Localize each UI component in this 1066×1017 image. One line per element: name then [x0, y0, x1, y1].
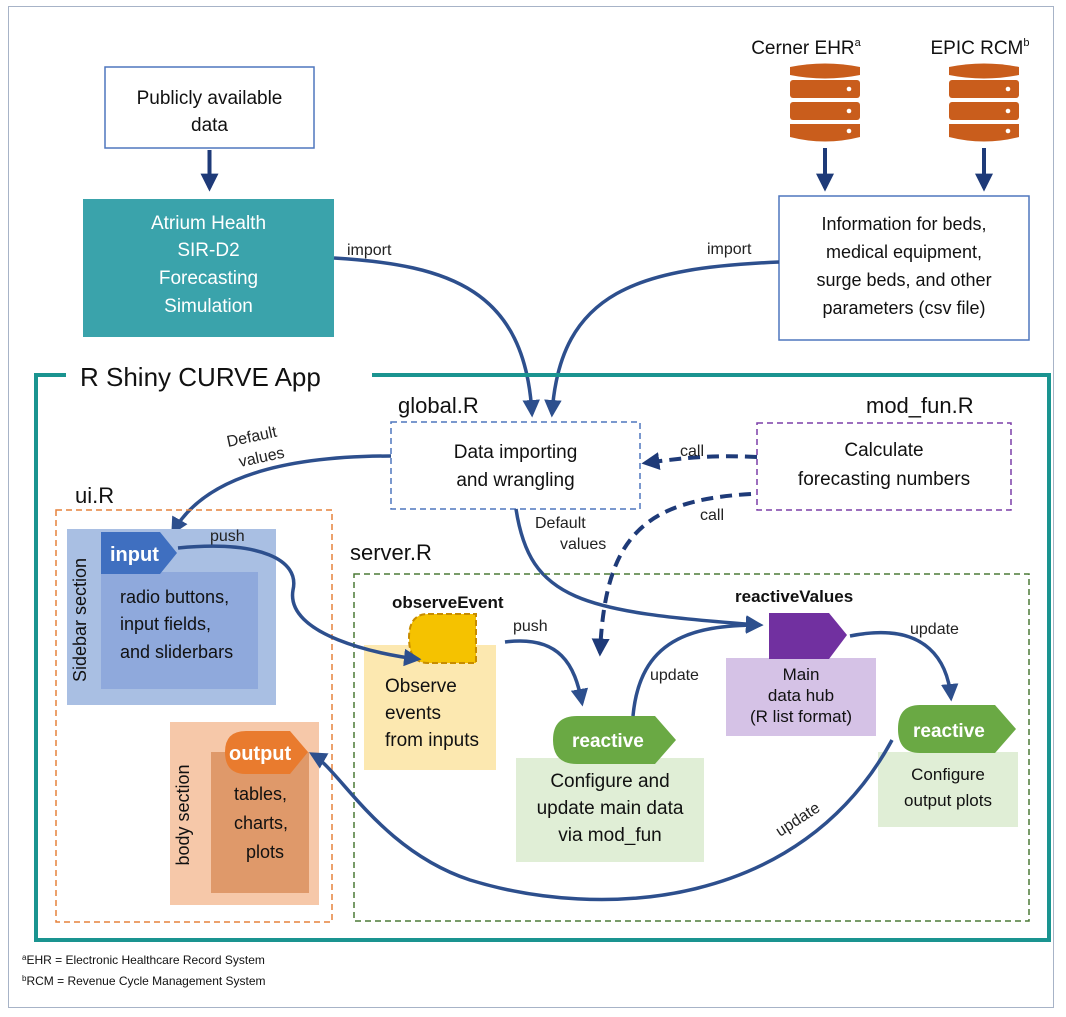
- reactive-values-panel: [726, 658, 876, 736]
- reactive-values-title: reactiveValues: [735, 587, 853, 606]
- info-line-1: Information for beds,: [821, 214, 986, 234]
- global-box-line-2: and wrangling: [456, 470, 574, 491]
- public-data-line-2: data: [191, 115, 228, 136]
- input-tag: [101, 532, 177, 574]
- reactive-2-line-1: Configure: [911, 765, 985, 784]
- output-label: output: [229, 743, 292, 765]
- global-r-title: global.R: [398, 393, 479, 418]
- info-line-2: medical equipment,: [826, 242, 982, 262]
- reactive-1-label: reactive: [572, 731, 644, 752]
- epic-label: EPIC RCM: [930, 38, 1023, 59]
- rv-line-1: Main: [783, 665, 820, 684]
- import-arrow-right: [544, 260, 780, 418]
- call-arrow-to-reactive: [591, 492, 752, 657]
- app-title: R Shiny CURVE App: [80, 362, 321, 392]
- output-item-1: tables,: [234, 784, 287, 804]
- output-tag: [225, 731, 308, 774]
- import-label-right: import: [707, 241, 752, 258]
- input-item-1: radio buttons,: [120, 587, 229, 607]
- rv-line-3: (R list format): [750, 707, 852, 726]
- observe-event-panel: [364, 645, 496, 770]
- observe-event-shape: [407, 613, 477, 664]
- epic-database-icon: EPIC RCMb: [930, 37, 1030, 142]
- body-section-label: body section: [173, 764, 193, 865]
- observe-event-title: observeEvent: [392, 593, 504, 612]
- update-arrow-reactive-to-rv: [631, 616, 764, 717]
- mod-fun-title: mod_fun.R: [866, 393, 974, 418]
- update-label-1: update: [650, 667, 699, 684]
- push-arrow-input-to-observe: [177, 544, 422, 667]
- reactive-1-line-2: update main data: [537, 798, 684, 819]
- r-shiny-app-container: [34, 373, 1051, 942]
- reactive-2-line-2: output plots: [904, 791, 992, 810]
- call-arrow-to-global: [641, 452, 758, 471]
- observe-line-1: Observe: [385, 676, 457, 697]
- call-label-1: call: [680, 443, 704, 460]
- update-arrow-rv-to-reactive2: [849, 630, 959, 702]
- info-line-3: surge beds, and other: [816, 270, 991, 290]
- input-label: input: [110, 544, 159, 566]
- global-box-line-1: Data importing: [454, 442, 578, 463]
- reactive-2-panel: [878, 752, 1018, 827]
- push-arrow-observe-to-reactive: [504, 639, 589, 707]
- output-item-3: plots: [246, 842, 284, 862]
- footnote-a: aEHR = Electronic Healthcare Record Syst…: [22, 953, 265, 967]
- global-r-box: [390, 421, 641, 510]
- reactive-1-shape: [553, 716, 676, 764]
- public-data-line-1: Publicly available: [137, 88, 283, 109]
- info-csv-node: Information for beds, medical equipment,…: [778, 195, 1030, 341]
- update-arrow-reactive2-to-output: [308, 739, 894, 902]
- server-r-title: server.R: [350, 540, 432, 565]
- cerner-sup: a: [855, 37, 862, 49]
- call-label-2: call: [700, 507, 724, 524]
- atrium-line-1: Atrium Health: [151, 213, 266, 234]
- update-label-2: update: [910, 621, 959, 638]
- input-item-2: input fields,: [120, 614, 211, 634]
- atrium-line-4: Simulation: [164, 296, 253, 317]
- observe-line-3: from inputs: [385, 730, 479, 751]
- atrium-line-2: SIR-D2: [177, 240, 239, 261]
- reactive-2-shape: [898, 705, 1016, 753]
- input-item-3: and sliderbars: [120, 642, 233, 662]
- public-data-node: Publicly available data: [104, 66, 315, 149]
- atrium-simulation-node: Atrium Health SIR-D2 Forecasting Simulat…: [83, 199, 334, 337]
- mod-fun-line-2: forecasting numbers: [798, 469, 970, 490]
- default-values-arrow-rv: [514, 508, 764, 633]
- rv-line-2: data hub: [768, 686, 834, 705]
- push-label-2: push: [513, 618, 548, 635]
- mod-fun-line-1: Calculate: [844, 440, 923, 461]
- reactive-1-line-1: Configure and: [550, 771, 669, 792]
- observe-line-2: events: [385, 703, 441, 724]
- reactive-1-line-3: via mod_fun: [558, 825, 662, 846]
- default-values-2-line-2: values: [560, 536, 606, 553]
- import-label-left: import: [347, 242, 392, 259]
- sidebar-section-label: Sidebar section: [70, 558, 90, 682]
- svg-text:EPIC RCMb: EPIC RCMb: [930, 37, 1029, 59]
- info-line-4: parameters (csv file): [822, 298, 985, 318]
- figure-frame: [8, 6, 1054, 1008]
- cerner-database-icon: Cerner EHRa: [751, 37, 862, 142]
- sidebar-inner-panel: [101, 572, 258, 689]
- mod-fun-box: [756, 422, 1012, 511]
- cerner-label: Cerner EHR: [751, 38, 854, 59]
- update-label-3: update: [773, 799, 823, 840]
- reactive-values-shape: [769, 613, 847, 659]
- ui-r-box: [55, 509, 333, 923]
- push-label-1: push: [210, 528, 245, 545]
- import-arrow-left: [333, 256, 540, 418]
- server-r-box: [353, 573, 1030, 922]
- footnote-b: bRCM = Revenue Cycle Management System: [22, 974, 266, 988]
- reactive-1-panel: [516, 758, 704, 862]
- body-inner-panel: [211, 752, 309, 893]
- default-values-arrow-ui: [171, 454, 392, 536]
- svg-text:Cerner EHRa: Cerner EHRa: [751, 37, 861, 59]
- epic-sup: b: [1023, 37, 1029, 49]
- default-values-2-line-1: Default: [535, 515, 586, 532]
- reactive-2-label: reactive: [913, 721, 985, 742]
- ui-r-title: ui.R: [75, 483, 114, 508]
- atrium-line-3: Forecasting: [159, 268, 258, 289]
- output-item-2: charts,: [234, 813, 288, 833]
